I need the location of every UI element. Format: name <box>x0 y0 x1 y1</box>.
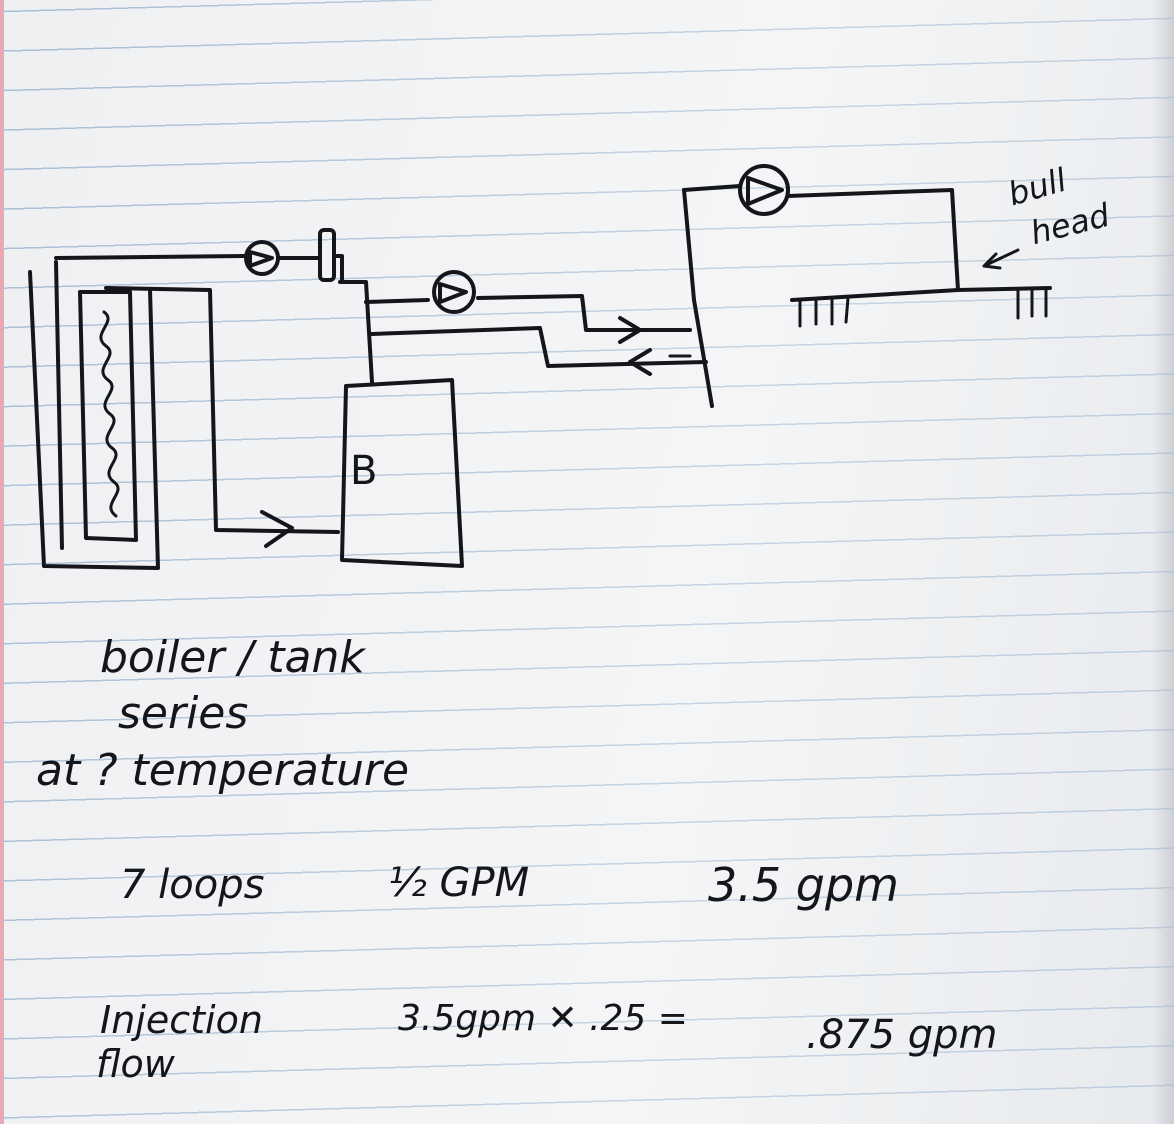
note-equation: 3.5gpm ✕ .25 = <box>398 998 688 1039</box>
margin-line <box>0 0 4 1124</box>
flow-arrow <box>260 510 294 548</box>
secondary-riser <box>682 188 714 408</box>
injection-pump <box>432 270 476 314</box>
boiler-label: B <box>350 448 378 494</box>
note-loops: 7 loops <box>120 862 265 908</box>
heat-exchanger-coil <box>99 310 120 518</box>
note-boiler-tank: boiler / tank <box>100 632 365 683</box>
note-result: .875 gpm <box>806 1012 998 1058</box>
return-arrow <box>628 348 652 376</box>
note-temperature: at ? temperature <box>36 745 410 796</box>
note-flow: flow <box>96 1042 175 1086</box>
check-valve <box>318 228 344 284</box>
secondary-supply <box>682 184 742 192</box>
note-series: series <box>118 688 249 739</box>
bull-head-tee <box>956 286 1052 292</box>
page-edge <box>1152 0 1174 1124</box>
bull-head-pointer-arrow <box>982 248 1020 270</box>
storage-tank <box>28 260 160 570</box>
distribution-loops-right <box>1016 286 1048 320</box>
note-gpm-each: ½ GPM <box>388 860 530 906</box>
secondary-pump <box>738 164 790 216</box>
tank-to-boiler-pipe <box>104 286 340 534</box>
note-injection: Injection <box>100 998 263 1042</box>
secondary-top-pipe <box>786 188 960 302</box>
tank-pump <box>244 240 280 276</box>
return-pipe <box>370 326 708 368</box>
injection-arrow <box>618 316 642 344</box>
tank-top-pipe <box>54 254 246 260</box>
boiler <box>340 378 464 568</box>
header-pipe <box>276 256 374 384</box>
distribution-loops-left <box>798 296 850 328</box>
injection-pipe <box>364 294 692 332</box>
note-total-gpm: 3.5 gpm <box>708 858 899 912</box>
